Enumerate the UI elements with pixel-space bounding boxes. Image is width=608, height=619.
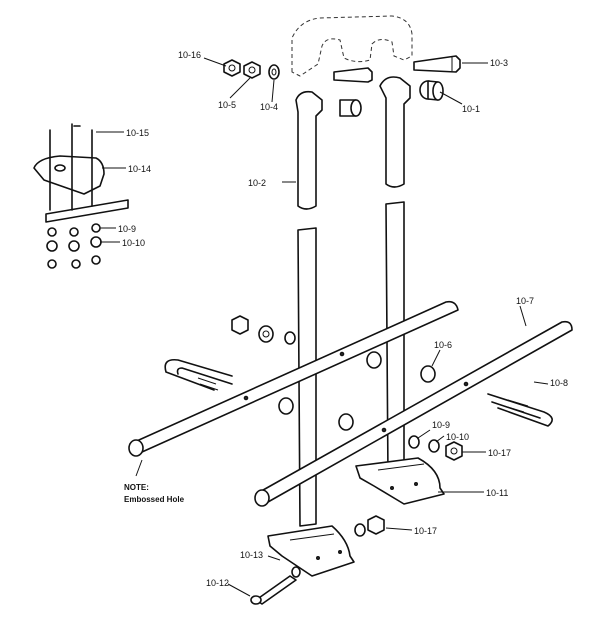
label-10-1: 10-1 xyxy=(462,104,480,114)
label-10-10-inset: 10-10 xyxy=(122,238,145,248)
label-10-3: 10-3 xyxy=(490,58,508,68)
note-title: NOTE: xyxy=(124,483,149,492)
label-10-6: 10-6 xyxy=(434,340,452,350)
top-hardware xyxy=(223,55,461,117)
label-10-10: 10-10 xyxy=(446,432,469,442)
cross-tube-back xyxy=(128,300,459,457)
base-bracket-left xyxy=(267,525,355,577)
label-10-14: 10-14 xyxy=(128,164,151,174)
bottom-bolt xyxy=(250,566,301,605)
footrest-right xyxy=(487,393,553,427)
seat-post-left xyxy=(295,90,323,527)
inset-detail xyxy=(33,123,129,269)
label-10-13: 10-13 xyxy=(240,550,263,560)
label-10-2: 10-2 xyxy=(248,178,266,188)
middle-hardware xyxy=(231,315,463,537)
label-10-9: 10-9 xyxy=(432,420,450,430)
label-10-17-bottom: 10-17 xyxy=(414,526,437,536)
leader-lines xyxy=(96,57,549,597)
label-10-16: 10-16 xyxy=(178,50,201,60)
label-10-11: 10-11 xyxy=(486,488,508,498)
label-10-5: 10-5 xyxy=(218,100,236,110)
note-text: Embossed Hole xyxy=(124,495,185,504)
cross-tube-front xyxy=(254,320,573,507)
head-bracket xyxy=(291,15,413,77)
label-10-8: 10-8 xyxy=(550,378,568,388)
label-10-15: 10-15 xyxy=(126,128,149,138)
part-labels: 10-3 10-1 10-2 10-4 10-5 10-16 10-7 10-8… xyxy=(118,50,568,588)
embossed-hole-note: NOTE: Embossed Hole xyxy=(124,483,185,504)
label-10-17-right: 10-17 xyxy=(488,448,511,458)
base-bracket-right xyxy=(355,457,445,505)
label-10-4: 10-4 xyxy=(260,102,278,112)
label-10-9-inset: 10-9 xyxy=(118,224,136,234)
label-10-7: 10-7 xyxy=(516,296,534,306)
footrest-left xyxy=(164,358,233,391)
label-10-12: 10-12 xyxy=(206,578,229,588)
